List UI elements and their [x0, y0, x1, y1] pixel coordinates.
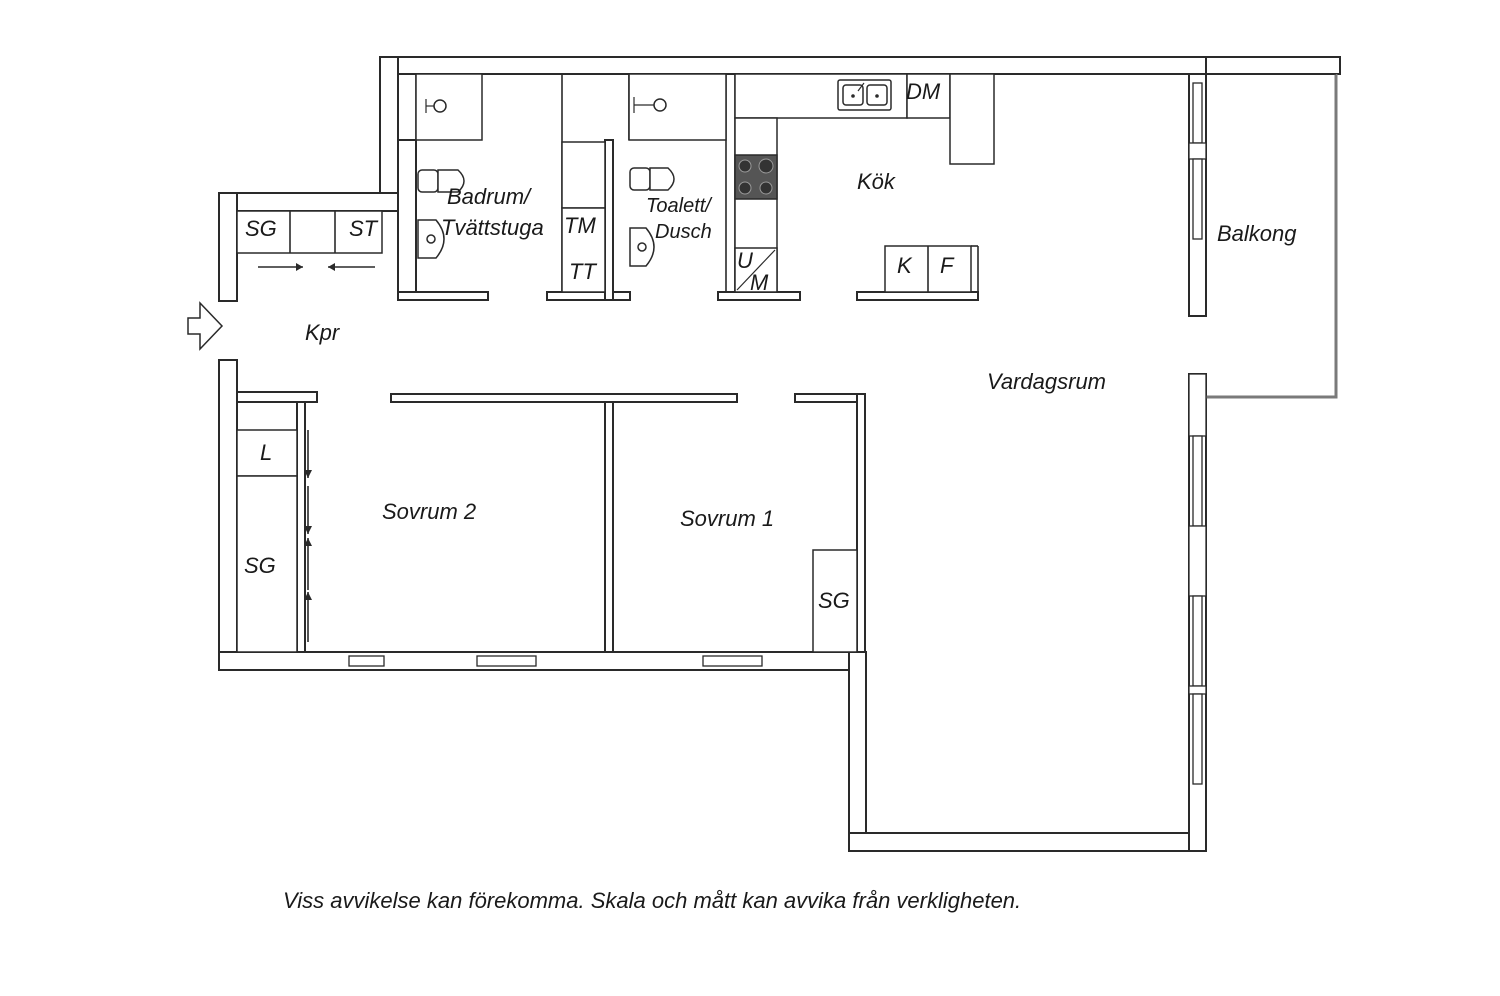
- label-bedroom-1: Sovrum 1: [680, 506, 774, 531]
- label-bathroom-2: Tvättstuga: [441, 215, 544, 240]
- disclaimer-text: Viss avvikelse kan förekomma. Skala och …: [283, 888, 1021, 913]
- toilet-fixtures: [628, 73, 727, 267]
- label-washing-machine: TM: [564, 213, 596, 238]
- label-bedroom-2: Sovrum 2: [382, 499, 476, 524]
- label-kitchen: Kök: [857, 169, 896, 194]
- label-balcony: Balkong: [1217, 221, 1297, 246]
- label-shoe-cabinet: ST: [349, 216, 379, 241]
- fixture-labels: SG ST TM TT DM U M K F L SG SG: [244, 79, 955, 613]
- room-labels: Kpr Badrum/ Tvättstuga Toalett/ Dusch Kö…: [305, 169, 1297, 531]
- label-bedroom1-wardrobe: SG: [818, 588, 850, 613]
- kitchen-fixtures: [734, 73, 995, 293]
- windows: [348, 82, 1207, 785]
- label-linen-closet: L: [260, 440, 272, 465]
- label-oven-u: U: [737, 248, 753, 273]
- label-toilet-2: Dusch: [655, 221, 712, 243]
- label-living-room: Vardagsrum: [987, 369, 1106, 394]
- label-freezer: F: [940, 253, 955, 278]
- label-oven-m: M: [750, 270, 769, 295]
- label-hall-wardrobe: SG: [245, 216, 277, 241]
- balcony-area: [1205, 56, 1341, 399]
- outer-walls: [218, 56, 1341, 852]
- hall-storage: [236, 210, 383, 271]
- label-tumble-dryer: TT: [569, 259, 597, 284]
- entrance-arrow-icon: [187, 301, 224, 351]
- label-bathroom-1: Badrum/: [447, 184, 532, 209]
- bathroom-fixtures: [415, 73, 606, 293]
- bedroom2-storage: [236, 429, 312, 653]
- bedroom-walls: [236, 391, 866, 653]
- label-fridge: K: [897, 253, 913, 278]
- label-bedroom2-wardrobe: SG: [244, 553, 276, 578]
- label-toilet-1: Toalett/: [646, 195, 713, 217]
- bedroom1-storage: [812, 549, 858, 653]
- label-hall: Kpr: [305, 320, 341, 345]
- label-dishwasher: DM: [906, 79, 941, 104]
